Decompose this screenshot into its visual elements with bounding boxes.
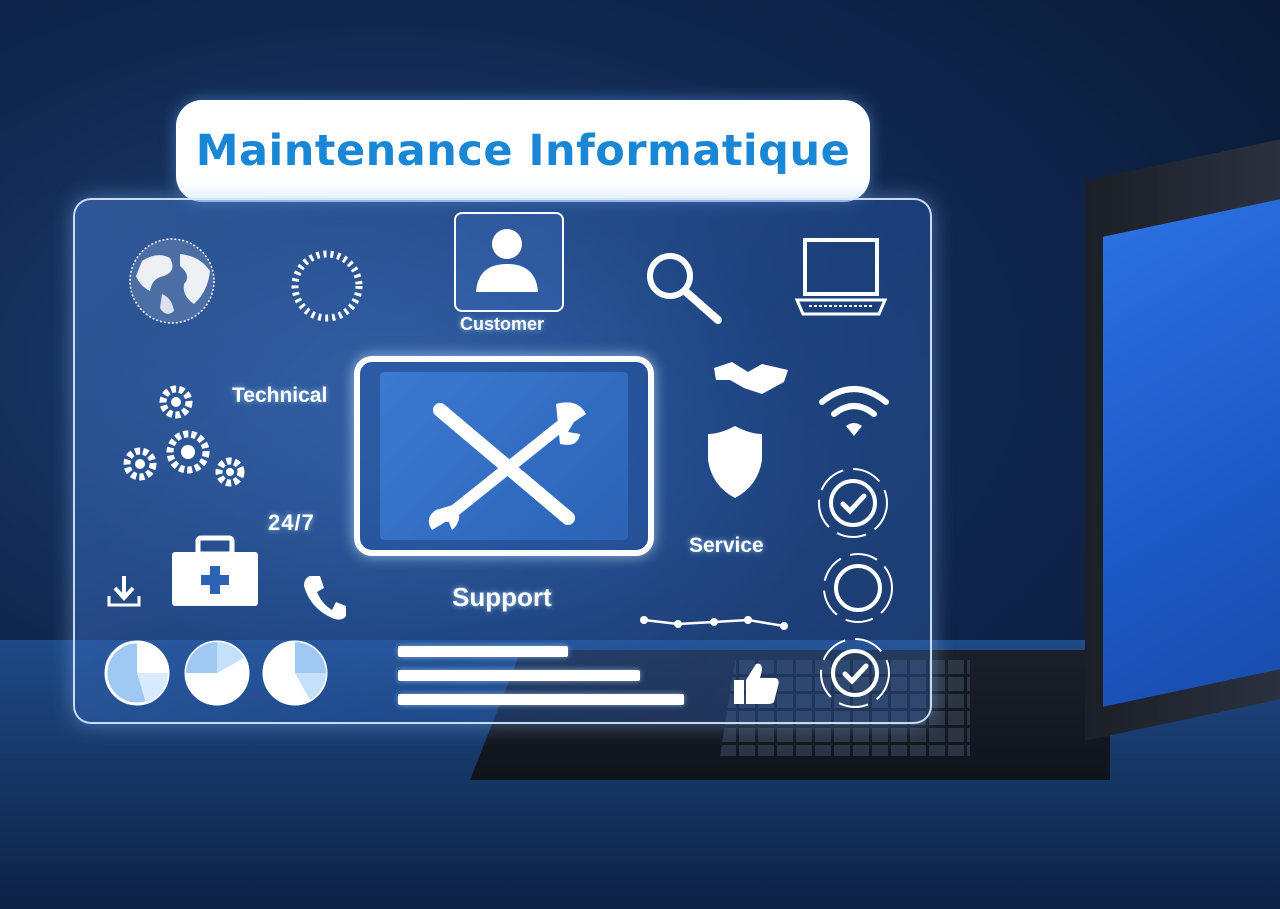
check-circle-icon bbox=[818, 468, 888, 538]
progress-bar bbox=[398, 670, 640, 681]
title-banner: Maintenance Informatique bbox=[176, 100, 870, 202]
phone-icon bbox=[304, 576, 346, 620]
loading-circle-icon bbox=[291, 250, 363, 322]
progress-bar bbox=[398, 694, 684, 705]
wifi-icon bbox=[819, 386, 889, 436]
shield-icon bbox=[708, 426, 762, 498]
check-circle-icon bbox=[820, 638, 890, 708]
line-graph-icon bbox=[640, 616, 788, 630]
thumbs-up-icon bbox=[734, 663, 779, 704]
progress-bar bbox=[398, 646, 568, 657]
laptop-screen bbox=[1103, 199, 1280, 707]
handshake-icon bbox=[714, 362, 788, 394]
search-icon bbox=[647, 253, 722, 324]
customer-tile bbox=[454, 212, 564, 312]
pie-chart-icon bbox=[184, 640, 250, 706]
laptop-icon bbox=[794, 238, 888, 316]
pie-chart-icon bbox=[262, 640, 328, 706]
empty-circle-icon bbox=[823, 553, 893, 623]
service-label: Service bbox=[689, 534, 764, 557]
pie-chart-icon bbox=[104, 640, 170, 706]
page-title: Maintenance Informatique bbox=[195, 126, 851, 176]
technical-label: Technical bbox=[232, 384, 328, 407]
gears-icon bbox=[123, 385, 245, 487]
tools-icon bbox=[428, 402, 586, 530]
download-icon bbox=[107, 576, 141, 607]
globe-icon bbox=[129, 238, 215, 324]
customer-label: Customer bbox=[460, 314, 545, 334]
hours-label: 24/7 bbox=[268, 510, 315, 535]
user-icon bbox=[476, 229, 538, 292]
first-aid-kit-icon bbox=[172, 535, 258, 606]
support-label: Support bbox=[452, 582, 552, 612]
